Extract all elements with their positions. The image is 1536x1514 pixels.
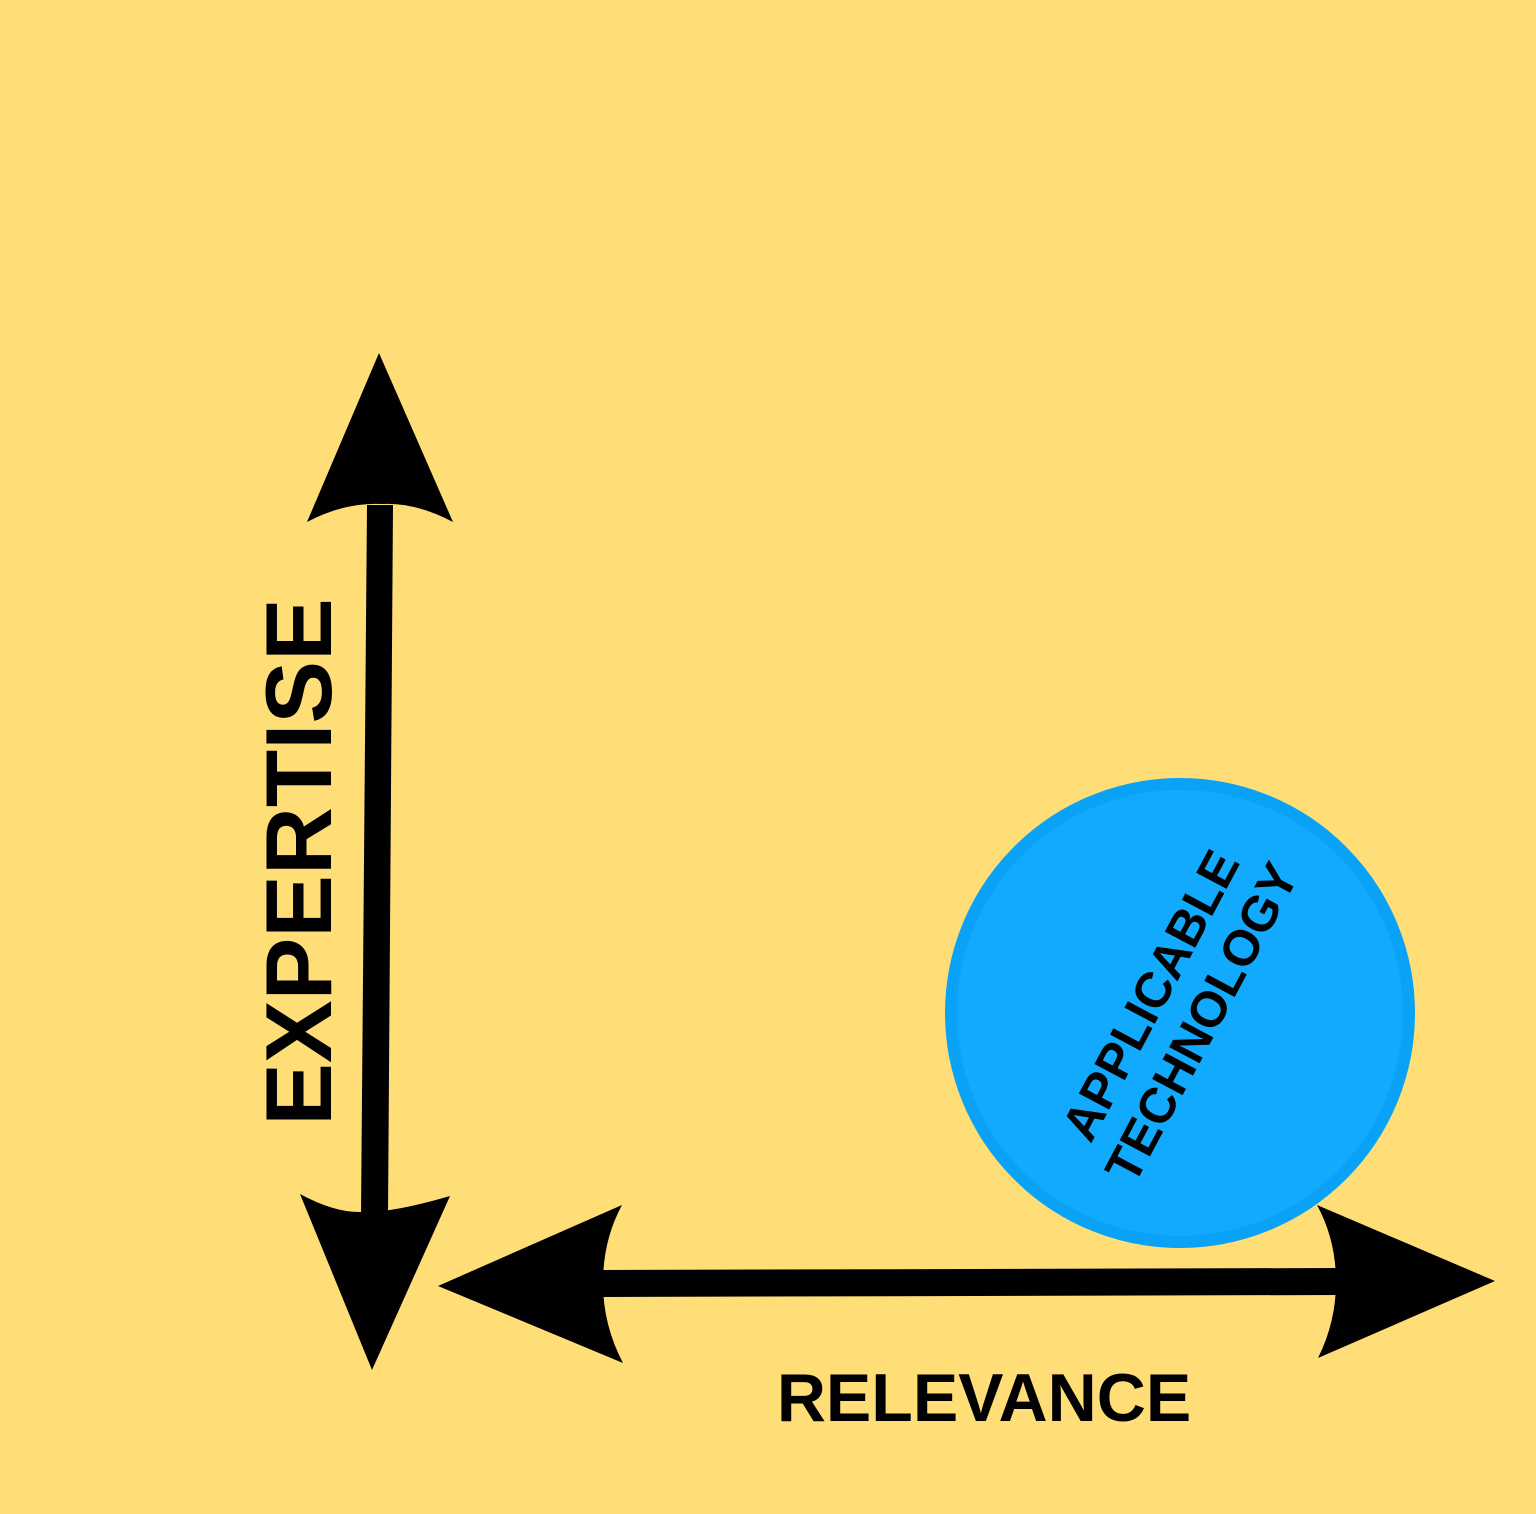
left-arrowhead-icon [438,1205,623,1363]
bubble-circle [945,778,1415,1248]
right-arrowhead-icon [1317,1205,1495,1358]
down-arrowhead-icon [300,1194,450,1370]
horizontal-axis-shaft [600,1268,1340,1297]
up-arrowhead-icon [307,353,453,522]
horizontal-axis-label: RELEVANCE [777,1360,1191,1436]
horizontal-axis-arrow [438,1205,1495,1363]
vertical-axis-label: EXPERTISE [246,598,351,1126]
applicable-technology-bubble: APPLICABLE TECHNOLOGY [945,778,1415,1248]
vertical-axis-shaft [361,505,393,1215]
vertical-axis-arrow [300,353,453,1370]
